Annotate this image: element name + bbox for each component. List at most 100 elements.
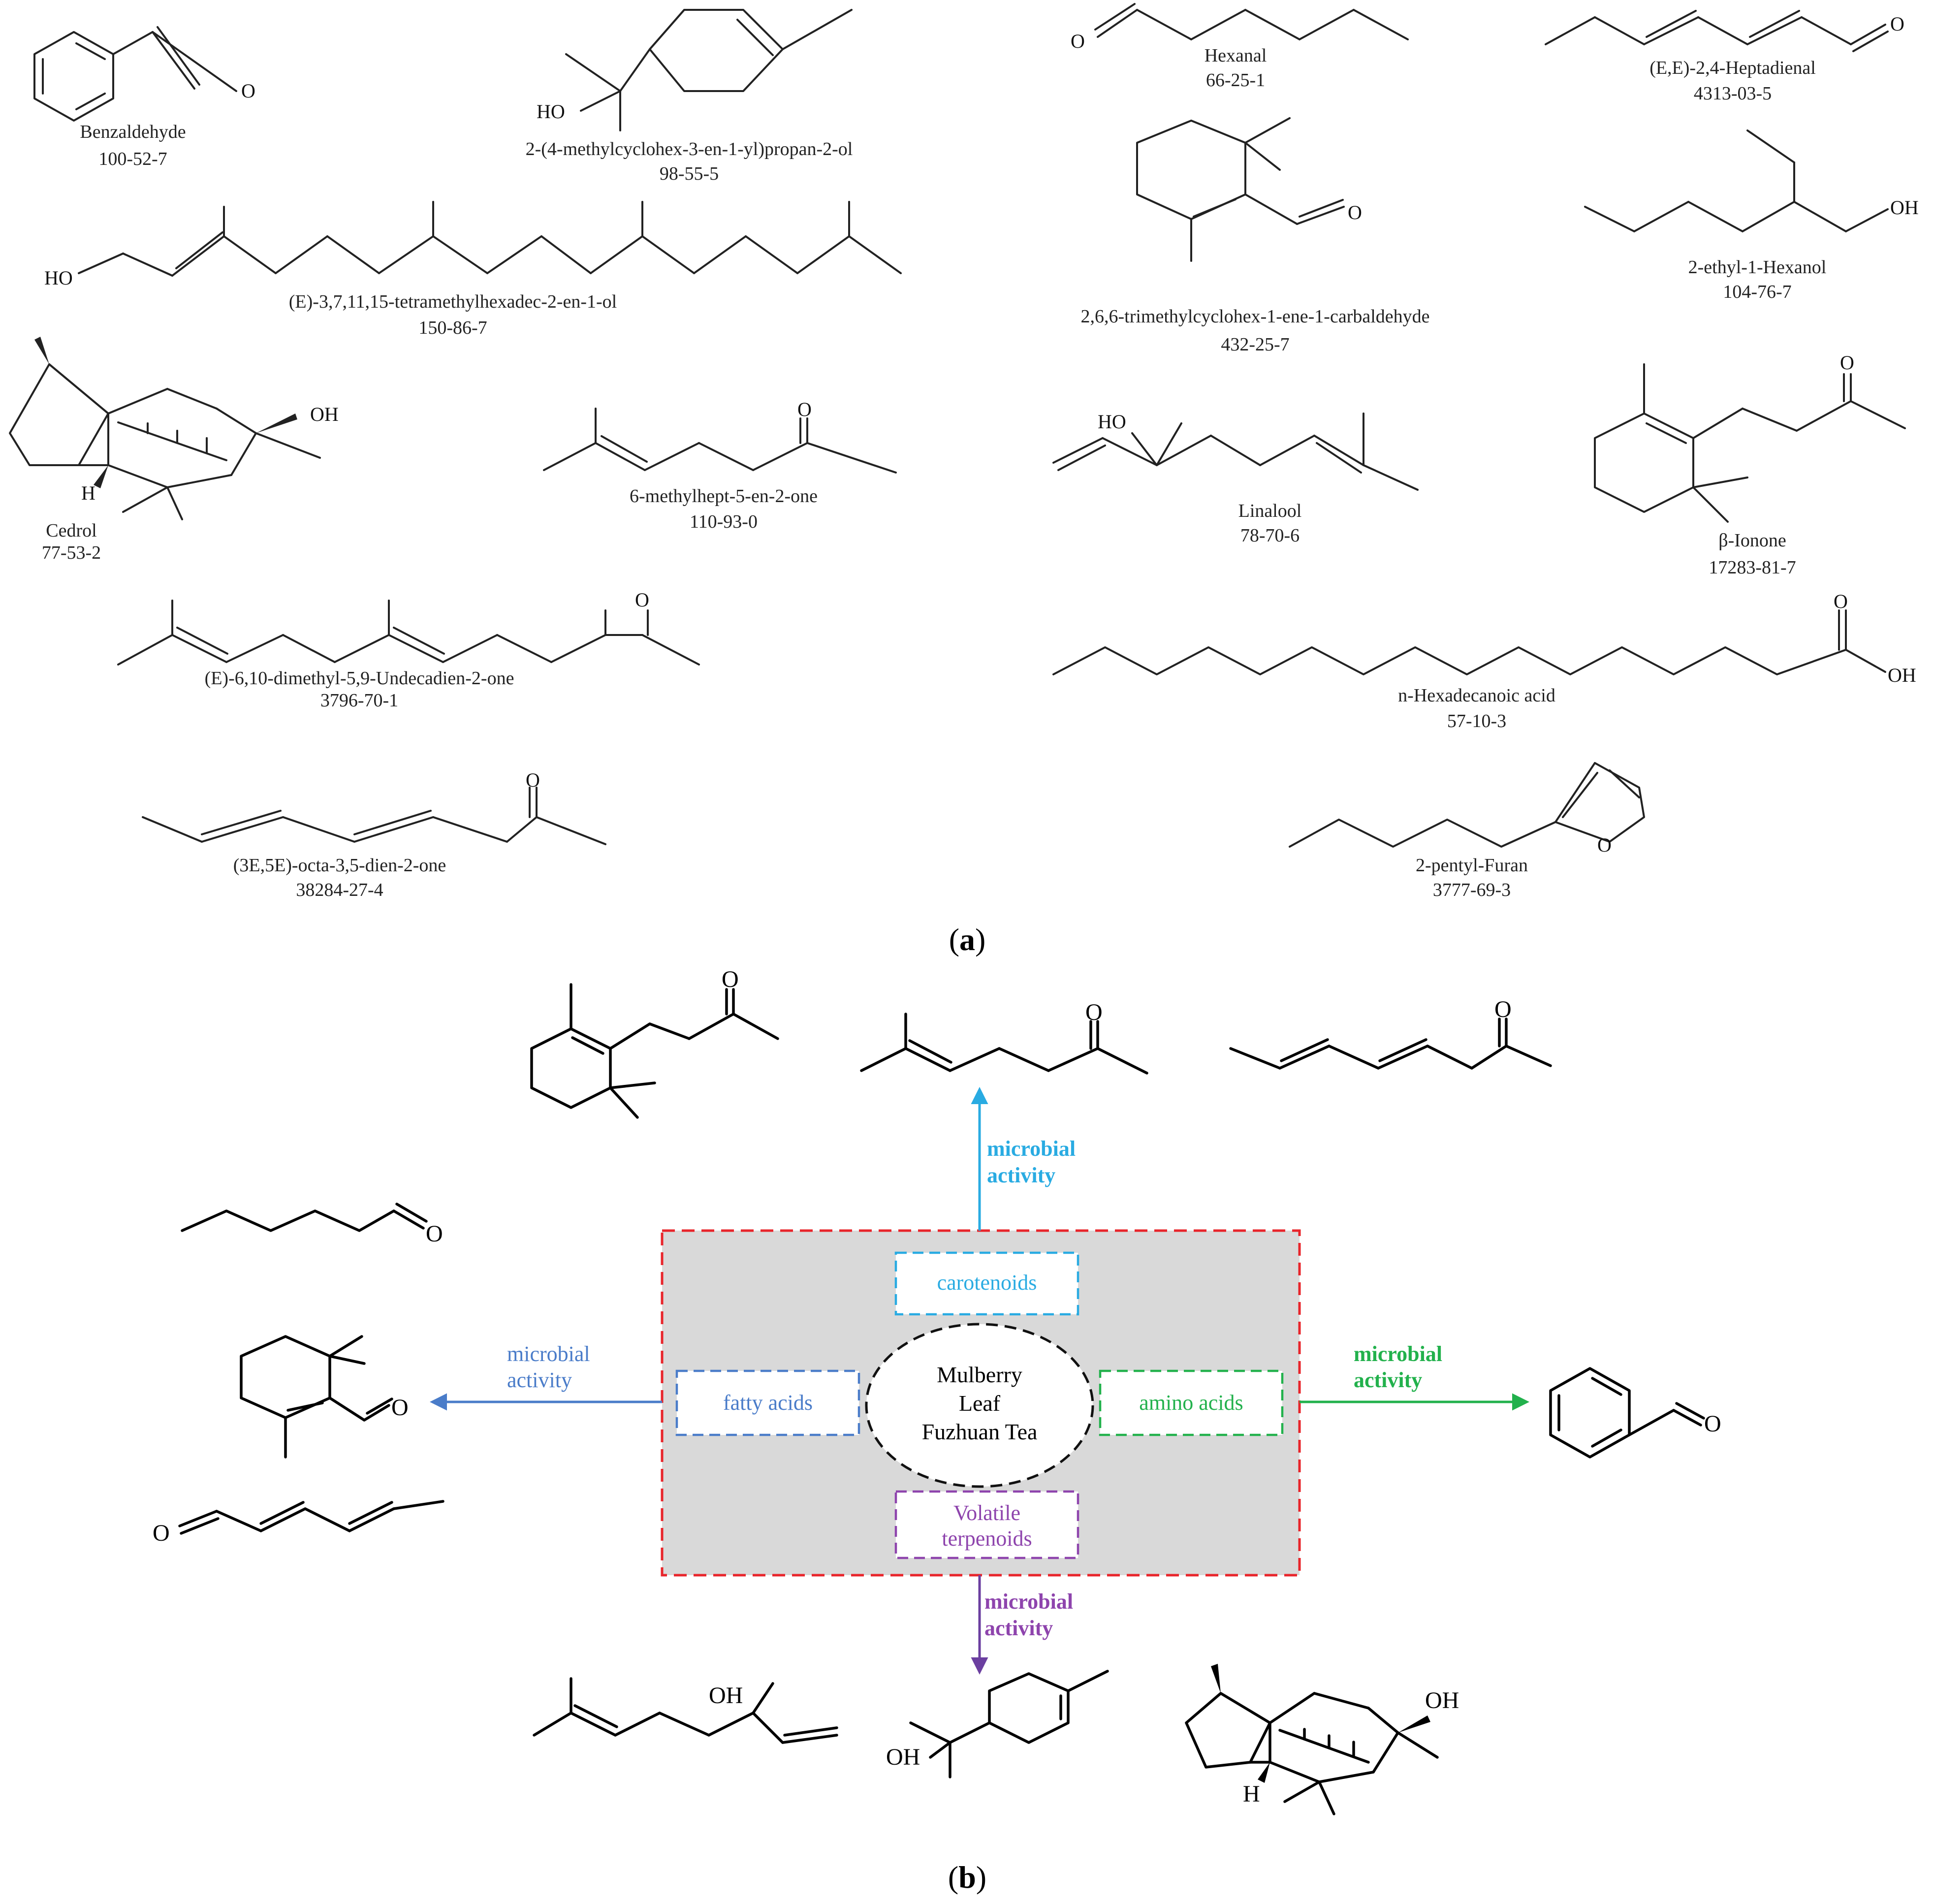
atom-oh: OH (310, 403, 339, 425)
structure-terpineol: HO (537, 9, 853, 131)
panel-label-b: (b) (948, 1860, 986, 1895)
center-ellipse (865, 1323, 1094, 1488)
compound-name: 2-(4-methylcyclohex-3-en-1-yl)propan-2-o… (526, 139, 853, 159)
compound-name: 2,6,6-trimethylcyclohex-1-ene-1-carbalde… (1080, 306, 1429, 327)
structure-phytol: HO (44, 201, 902, 289)
atom-o: O (241, 80, 255, 102)
product-cyclocitral: O (240, 1335, 409, 1459)
compound-name: Hexanal (1205, 45, 1267, 66)
compound-cas: 432-25-7 (1221, 334, 1289, 355)
atom-o: O (1071, 30, 1085, 52)
compound-cas: 77-53-2 (42, 542, 101, 563)
atom-oh: OH (886, 1744, 920, 1770)
compound-cas: 104-76-7 (1723, 282, 1791, 302)
structure-ethylhexanol: OH (1584, 129, 1919, 232)
structure-hexadecanoic-acid: O OH (1052, 590, 1916, 686)
product-benzaldehyde: O (1549, 1367, 1721, 1459)
compound-cas: 110-93-0 (690, 511, 758, 532)
arrow-label-top-2: activity (987, 1163, 1055, 1187)
atom-o: O (391, 1395, 409, 1421)
atom-oh: OH (1890, 196, 1919, 219)
fatty-acids-label: fatty acids (723, 1391, 813, 1415)
arrow-label-right-2: activity (1354, 1368, 1422, 1392)
atom-o: O (526, 769, 540, 791)
atom-o: O (1840, 351, 1854, 374)
atom-ho: HO (44, 267, 73, 289)
structure-ionone: O (1594, 351, 1906, 523)
compound-cas: 4313-03-5 (1694, 83, 1772, 104)
atom-o: O (1494, 996, 1512, 1022)
product-heptadienal: O (153, 1500, 444, 1546)
arrow-label-top-1: microbial (987, 1137, 1076, 1161)
terpenoids-label-1: Volatile (953, 1501, 1020, 1525)
compound-cas: 98-55-5 (660, 163, 719, 184)
compound-name: (E,E)-2,4-Heptadienal (1649, 58, 1816, 78)
compound-cas: 17283-81-7 (1709, 557, 1796, 578)
compound-name: (3E,5E)-octa-3,5-dien-2-one (233, 855, 446, 876)
panel-b: Mulberry Leaf Fuzhuan Tea carotenoids fa… (153, 966, 1721, 1895)
structure-hexanal: O (1071, 3, 1409, 52)
compound-cas: 3777-69-3 (1433, 880, 1511, 900)
compound-cas: 100-52-7 (98, 149, 167, 169)
product-hexanal: O (181, 1203, 443, 1247)
compound-name: n-Hexadecanoic acid (1398, 685, 1555, 706)
carotenoids-box (894, 1251, 1079, 1316)
compound-name: Benzaldehyde (80, 122, 186, 142)
compound-name: Cedrol (46, 520, 96, 541)
structure-heptadienal: O (1545, 10, 1904, 52)
structure-octadienone: O (142, 769, 606, 845)
product-methylheptenone: O (860, 999, 1148, 1075)
atom-oh: OH (1888, 664, 1916, 686)
compound-cas: 3796-70-1 (320, 690, 398, 711)
compound-name: (E)-3,7,11,15-tetramethylhexadec-2-en-1-… (289, 291, 617, 312)
carotenoids-label: carotenoids (937, 1270, 1037, 1295)
atom-h: H (81, 482, 95, 504)
structure-cedrol: OH H (9, 337, 339, 520)
atom-ho: HO (1098, 411, 1126, 433)
panel-a: O Benzaldehyde 100-52-7 HO 2-(4-methylcy… (9, 3, 1919, 957)
structure-pentylfuran: O (1289, 762, 1645, 856)
atom-o: O (1348, 201, 1362, 223)
atom-o: O (1704, 1411, 1721, 1437)
product-terpineol: OH (886, 1670, 1109, 1778)
center-line-2: Leaf (959, 1391, 1001, 1416)
center-line-1: Mulberry (937, 1362, 1022, 1387)
atom-o: O (635, 589, 649, 611)
amino-acids-box (1099, 1369, 1284, 1436)
arrow-label-bottom-2: activity (984, 1616, 1053, 1640)
compound-name: Linalool (1238, 501, 1302, 521)
structure-geranylacetone: O (117, 589, 700, 666)
compound-cas: 78-70-6 (1240, 525, 1300, 546)
product-ionone: O (530, 966, 779, 1119)
structure-methylheptenone: O (543, 398, 897, 474)
compound-name: β-Ionone (1718, 530, 1786, 551)
product-linalool: OH (533, 1677, 838, 1744)
panel-label-a: (a) (949, 922, 986, 957)
atom-o: O (722, 966, 739, 992)
product-octadienone: O (1229, 996, 1552, 1070)
compound-name: 6-methylhept-5-en-2-one (630, 486, 818, 507)
terpenoids-box (894, 1490, 1079, 1559)
atom-oh: OH (1425, 1687, 1459, 1714)
arrow-label-left-1: microbial (507, 1342, 590, 1366)
atom-o: O (153, 1520, 170, 1546)
compound-name: 2-pentyl-Furan (1416, 855, 1528, 876)
structure-cyclocitral: O (1136, 117, 1362, 262)
atom-h: H (1243, 1781, 1260, 1807)
terpenoids-label-2: terpenoids (942, 1526, 1032, 1551)
compound-cas: 38284-27-4 (296, 880, 383, 900)
atom-o: O (1597, 834, 1612, 856)
atom-o: O (1890, 13, 1904, 35)
atom-ho: HO (537, 100, 565, 123)
atom-o: O (426, 1221, 443, 1247)
compound-name: 2-ethyl-1-Hexanol (1688, 257, 1827, 278)
amino-acids-label: amino acids (1139, 1391, 1243, 1415)
atom-o: O (1834, 590, 1848, 612)
atom-oh: OH (709, 1682, 743, 1709)
compound-cas: 66-25-1 (1206, 70, 1265, 91)
arrow-label-left-2: activity (507, 1368, 572, 1392)
arrow-label-bottom-1: microbial (984, 1589, 1073, 1614)
center-line-3: Fuzhuan Tea (922, 1419, 1038, 1444)
compound-name: (E)-6,10-dimethyl-5,9-Undecadien-2-one (205, 668, 514, 689)
